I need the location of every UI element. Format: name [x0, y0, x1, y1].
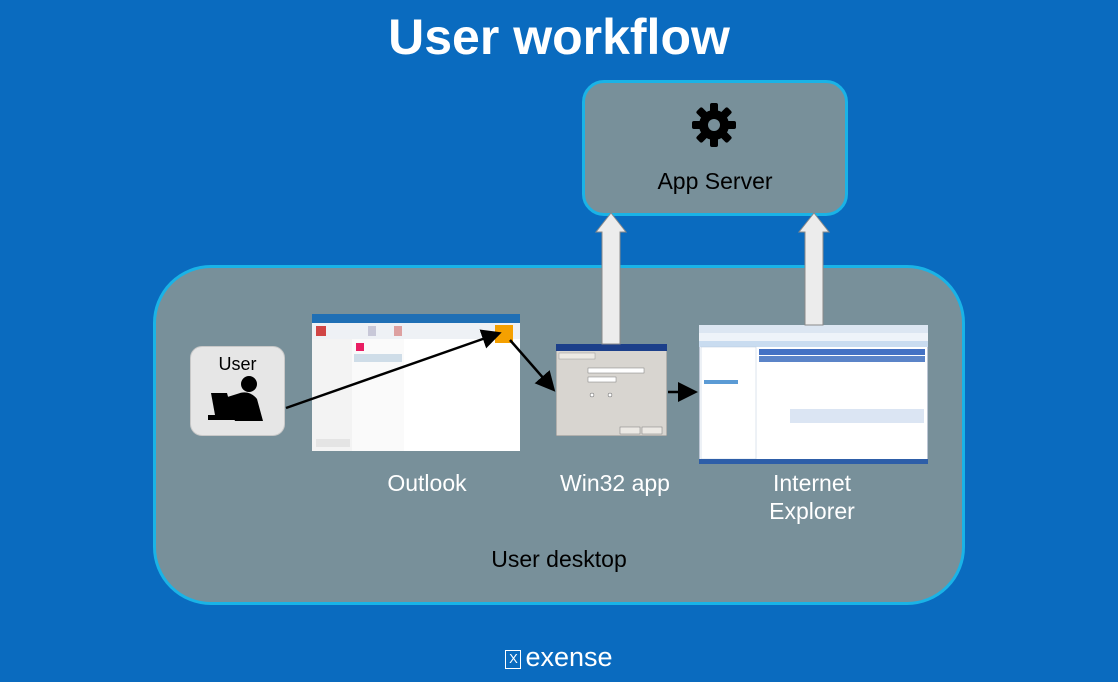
win32-app-screenshot [556, 344, 667, 436]
outlook-label: Outlook [387, 470, 467, 496]
user-label: User [218, 354, 257, 374]
app-server-node [582, 80, 848, 216]
diagram-title: User workflow [388, 9, 730, 65]
app-server-label: App Server [657, 168, 773, 194]
internet-explorer-label-line-1: Internet [773, 470, 851, 496]
user-desktop-label: User desktop [491, 546, 627, 572]
gear-icon [692, 103, 736, 147]
win32-app-label: Win32 app [560, 470, 670, 496]
arrow-win32-to-app-server [594, 212, 628, 345]
internet-explorer-screenshot [699, 325, 928, 464]
user-laptop-icon [208, 376, 263, 421]
brand-name: exense [525, 642, 613, 672]
arrow-outlook-to-win32 [509, 339, 556, 392]
exense-logo-mark: X [505, 650, 522, 669]
internet-explorer-label-line-2: Explorer [769, 498, 855, 524]
arrow-user-to-outlook [285, 329, 502, 410]
arrow-ie-to-app-server [797, 212, 831, 326]
